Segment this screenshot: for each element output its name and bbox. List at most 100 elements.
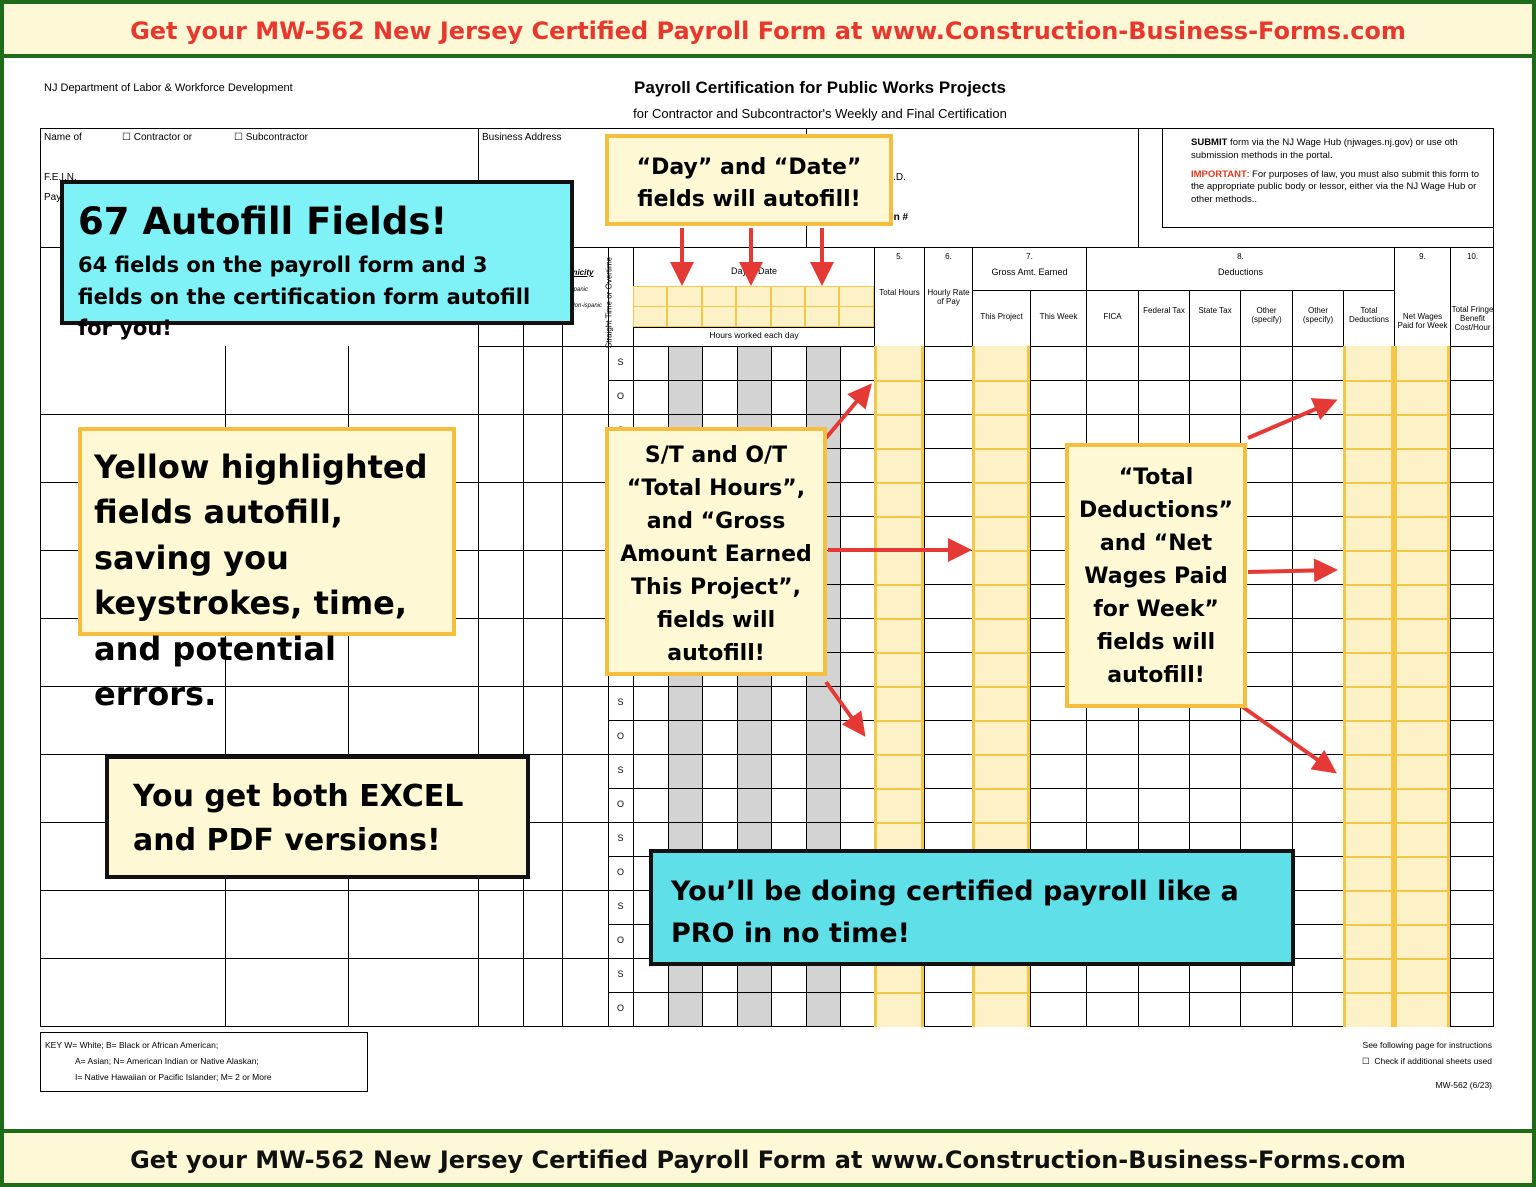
col8-number: 8. [1237,252,1244,261]
arrow-total-hours-down [824,680,866,737]
autofill-cell-divider [1394,686,1450,688]
autofill-cell-divider [972,380,1030,382]
ethnicity-label: thnicity [565,268,594,277]
autofill-cell-divider [1394,856,1450,858]
see-following-page: See following page for instructions [1362,1040,1492,1050]
day-date-cell[interactable] [667,306,702,327]
straight-time-marker: S [617,357,624,367]
autofill-cell-divider [874,448,924,450]
submit-instructions: SUBMIT form via the NJ Wage Hub (njwages… [1162,128,1494,228]
autofill-cell-divider [972,754,1030,756]
top-banner[interactable]: Get your MW-562 New Jersey Certified Pay… [4,4,1532,58]
straight-time-marker: S [617,969,624,979]
additional-sheets-checkbox[interactable]: ☐ Check if additional sheets used [1362,1056,1492,1066]
autofill-cell-divider [874,516,924,518]
deduction-state: State Tax [1198,306,1232,315]
autofill-cell-divider [1343,516,1394,518]
row-divider [40,686,1494,687]
autofill-cell-divider [1394,448,1450,450]
autofill-cell-divider [1343,584,1394,586]
autofill-cell-divider [1394,652,1450,654]
yellow-highlight-callout: Yellow highlighted fields autofill, savi… [78,427,456,713]
autofill-cell-divider [972,618,1030,620]
col8-label: Deductions [1217,267,1264,277]
autofill-cell-divider [1343,652,1394,654]
row-divider [40,754,1494,755]
autofill-cell-divider [972,584,1030,586]
overtime-marker: O [616,391,624,401]
row-divider [608,584,1494,585]
autofill-cell-divider [1343,414,1394,416]
excel-pdf-callout: You get both EXCEL and PDF versions! [105,755,530,879]
ethnicity-key: KEY W= White; B= Black or African Americ… [40,1032,368,1092]
hours-each-day-label: Hours worked each day [709,330,799,340]
autofill-cell-divider [1343,550,1394,552]
bottom-banner[interactable]: Get your MW-562 New Jersey Certified Pay… [4,1129,1532,1183]
autofill-cell-divider [874,482,924,484]
arrow-deductions-down [1238,703,1337,774]
autofill-cell-divider [972,516,1030,518]
autofill-cell-divider [972,686,1030,688]
autofill-cell-divider [874,584,924,586]
day-date-cell[interactable] [701,306,737,327]
autofill-cell-divider [972,414,1030,416]
day-date-cell[interactable] [805,306,840,327]
fein-label: F.E.I.N. [44,172,77,183]
autofill-cell-divider [1343,856,1394,858]
row-divider [608,992,1494,993]
autofill-cell-divider [972,482,1030,484]
arrow-total-hours-up [824,383,872,440]
autofill-cell-divider [1394,414,1450,416]
autofill-cell-divider [1343,380,1394,382]
autofill-title: 67 Autofill Fields! [78,200,448,243]
row-divider [608,448,1494,449]
col6-number: 6. [945,252,952,261]
row-divider [40,414,1494,415]
autofill-cell-divider [1343,822,1394,824]
form-title: Payroll Certification for Public Works P… [634,78,1006,97]
col9-label: Net Wages Paid for Week [1397,312,1448,331]
pay-label: Pay [44,192,62,203]
contractor-checkbox[interactable]: ☐ Contractor or [122,132,193,143]
autofill-cell-divider [1394,890,1450,892]
autofill-count-callout: 67 Autofill Fields! 64 fields on the pay… [60,180,574,340]
autofill-cell-divider [972,652,1030,654]
straight-time-marker: S [617,833,624,843]
col7-this-project: This Project [980,312,1023,321]
autofill-cell-divider [1343,720,1394,722]
deduction-federal: Federal Tax [1143,306,1185,315]
deduction-total: Total Deductions [1348,306,1390,325]
autofill-cell-divider [972,788,1030,790]
day-date-cell[interactable] [736,306,771,327]
arrow-net-wages [1247,558,1338,583]
subcontractor-checkbox[interactable]: ☐ Subcontractor [234,132,309,143]
autofill-cell-divider [1343,958,1394,960]
name-of-label: Name of [44,132,82,143]
autofill-description: 64 fields on the payroll form and 3 fiel… [78,253,531,341]
day-date-cell[interactable] [839,306,874,327]
form-code: MW-562 (6/23) [1435,1080,1492,1090]
autofill-cell-divider [1394,924,1450,926]
col5-number: 5. [896,252,903,261]
arrow-deductions-up [1247,398,1338,440]
row-divider [608,720,1494,721]
autofill-cell-divider [874,992,924,994]
col6-label: Hourly Rate of Pay [927,288,970,307]
payroll-table [40,247,1494,1027]
overtime-marker: O [616,867,624,877]
total-deductions-callout: “Total Deductions” and “Net Wages Paid f… [1065,443,1247,708]
autofill-cell-divider [874,414,924,416]
day-date-cell[interactable] [633,306,668,327]
col10-label: Total Fringe Benefit Cost/Hour [1451,305,1494,333]
autofill-cell-divider [1343,482,1394,484]
row-divider [608,516,1494,517]
day-date-cell[interactable] [770,306,805,327]
row-divider [608,652,1494,653]
autofill-cell-divider [1343,686,1394,688]
autofill-cell-divider [1394,754,1450,756]
col9-number: 9. [1419,252,1426,261]
autofill-cell-divider [1343,448,1394,450]
autofill-cell-divider [1343,992,1394,994]
autofill-cell-divider [874,788,924,790]
